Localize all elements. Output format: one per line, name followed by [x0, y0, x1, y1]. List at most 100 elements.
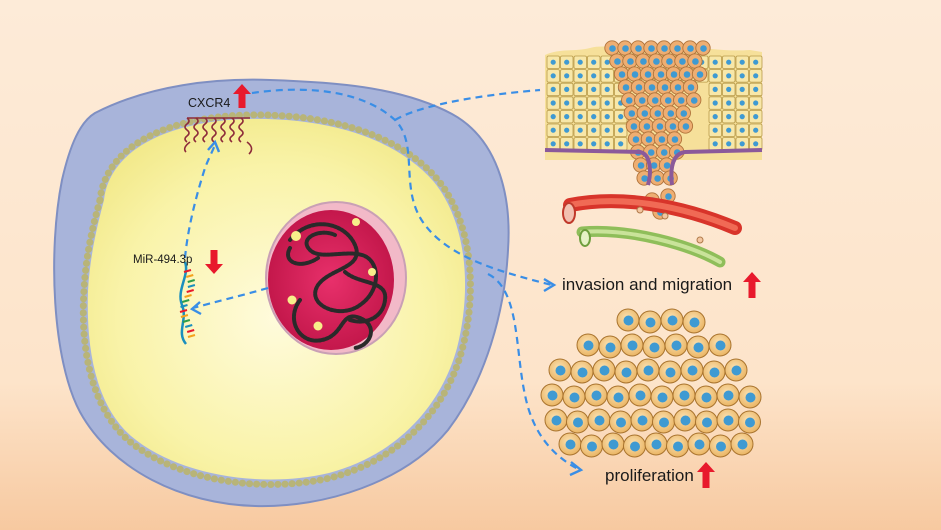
tissue-cell-nucleus: [604, 73, 610, 79]
cluster-cell-nucleus: [737, 439, 748, 450]
invading-cell-nucleus: [622, 84, 630, 91]
invading-cell-nucleus: [614, 58, 621, 65]
path-nucleus-to-mirna: [192, 286, 269, 310]
invading-cell-nucleus: [651, 97, 659, 104]
nucleolus-4: [368, 268, 376, 276]
cluster-cell-nucleus: [623, 315, 634, 326]
invading-cell-nucleus: [674, 45, 681, 52]
invading-cell-nucleus: [627, 58, 634, 65]
cluster-cell-nucleus: [635, 390, 646, 401]
mirna-base: [182, 319, 191, 323]
tissue-cell-nucleus: [726, 86, 732, 92]
invading-cell-nucleus: [687, 84, 695, 91]
invasion-up-arrow-icon: [743, 272, 761, 298]
invading-cell-nucleus: [700, 45, 707, 52]
cluster-cell-nucleus: [573, 417, 583, 428]
tissue-cell-nucleus: [739, 59, 745, 65]
tissue-cell-nucleus: [591, 59, 597, 65]
invading-cell-nucleus: [677, 97, 685, 104]
cluster-cell-nucleus: [671, 340, 682, 351]
invading-cell-nucleus: [635, 45, 642, 52]
invading-cell-nucleus: [661, 45, 668, 52]
invading-cell-nucleus: [692, 58, 699, 65]
nucleolus-5: [313, 321, 323, 331]
mirna-base: [186, 289, 194, 293]
invading-cell-nucleus: [696, 71, 704, 78]
cxcr4-up-arrow-icon: [233, 84, 251, 108]
path-arrowheads: [189, 139, 584, 477]
proliferating-cell-cluster-icon: [540, 308, 762, 458]
tissue-cell-nucleus: [618, 114, 624, 120]
invading-cell-nucleus: [656, 123, 664, 130]
invading-cell-nucleus: [683, 71, 691, 78]
path-to-proliferation: [487, 273, 581, 471]
cluster-cell-nucleus: [547, 390, 558, 401]
invading-cell-nucleus: [669, 123, 677, 130]
arrowhead-invasion: [543, 277, 557, 293]
tissue-cell-nucleus: [604, 59, 610, 65]
invading-cell-nucleus: [641, 175, 648, 182]
tissue-cell-nucleus: [591, 127, 597, 133]
tissue-cell-nucleus: [564, 86, 570, 92]
lymph-vessel-lumen: [580, 229, 722, 264]
tissue-cell-nucleus: [577, 86, 583, 92]
tissue-cell-nucleus: [604, 100, 610, 106]
tissue-cell-nucleus: [726, 141, 732, 147]
tissue-cell-nucleus: [712, 73, 718, 79]
tissue-cell-nucleus: [739, 114, 745, 120]
receptor-helix: [202, 117, 208, 143]
mirna-base: [187, 334, 196, 338]
mirna-backbone: [179, 261, 188, 345]
tissue-cell-nucleus: [564, 59, 570, 65]
cluster-cell-nucleus: [745, 392, 756, 403]
invading-cell-nucleus: [622, 45, 629, 52]
cluster-cell-nucleus: [679, 390, 690, 401]
mirna-base: [184, 294, 192, 298]
invading-cell-nucleus: [679, 58, 686, 65]
cxcr4-receptor-icon: [183, 117, 253, 155]
tissue-cell-nucleus: [577, 141, 583, 147]
tissue-cell-nucleus: [577, 100, 583, 106]
invading-cell-nucleus: [630, 123, 638, 130]
invading-cell-nucleus: [650, 162, 658, 169]
invading-cell-nucleus: [663, 162, 671, 169]
invading-cell-nucleus: [667, 110, 675, 117]
cluster-cell-nucleus: [616, 417, 626, 428]
cluster-cell-nucleus: [608, 439, 619, 450]
invading-cell-nucleus: [682, 123, 690, 130]
tissue-cell-nucleus: [712, 86, 718, 92]
tissue-cell-nucleus: [564, 141, 570, 147]
invading-cell-nucleus: [671, 136, 679, 143]
invading-cell-nucleus: [641, 110, 649, 117]
cluster-cell-nucleus: [637, 415, 648, 426]
mirna-base: [183, 269, 192, 273]
cluster-cell-nucleus: [594, 415, 605, 426]
cluster-cell-nucleus: [651, 439, 662, 450]
lymph-vessel-opening: [579, 229, 591, 247]
tissue-cell-nucleus: [591, 141, 597, 147]
tissue-cell-nucleus: [591, 73, 597, 79]
tissue-cell-nucleus: [739, 141, 745, 147]
invading-cell-nucleus: [637, 162, 645, 169]
cluster-cell-nucleus: [657, 392, 668, 403]
invading-cell-nucleus: [648, 45, 655, 52]
cluster-cell-nucleus: [693, 342, 704, 353]
receptor-helix: [184, 117, 190, 143]
cluster-cell-nucleus: [723, 390, 734, 401]
tissue-cell-nucleus: [726, 127, 732, 133]
tissue-cell-nucleus: [550, 100, 556, 106]
nucleolus-3: [287, 295, 297, 305]
cluster-cell-nucleus: [643, 365, 654, 376]
cluster-cell-nucleus: [551, 415, 562, 426]
tissue-cell-nucleus: [753, 59, 759, 65]
cluster-cell-nucleus: [680, 415, 691, 426]
cluster-cell-nucleus: [659, 417, 669, 428]
invading-cell-nucleus: [644, 71, 652, 78]
tissue-cell-nucleus: [577, 73, 583, 79]
invading-cell-nucleus: [687, 45, 694, 52]
invading-cell-nucleus: [661, 84, 669, 91]
cluster-cell-nucleus: [587, 441, 597, 452]
invading-cell-nucleus: [643, 123, 651, 130]
invading-cell-nucleus: [640, 58, 647, 65]
tissue-cell-nucleus: [550, 141, 556, 147]
